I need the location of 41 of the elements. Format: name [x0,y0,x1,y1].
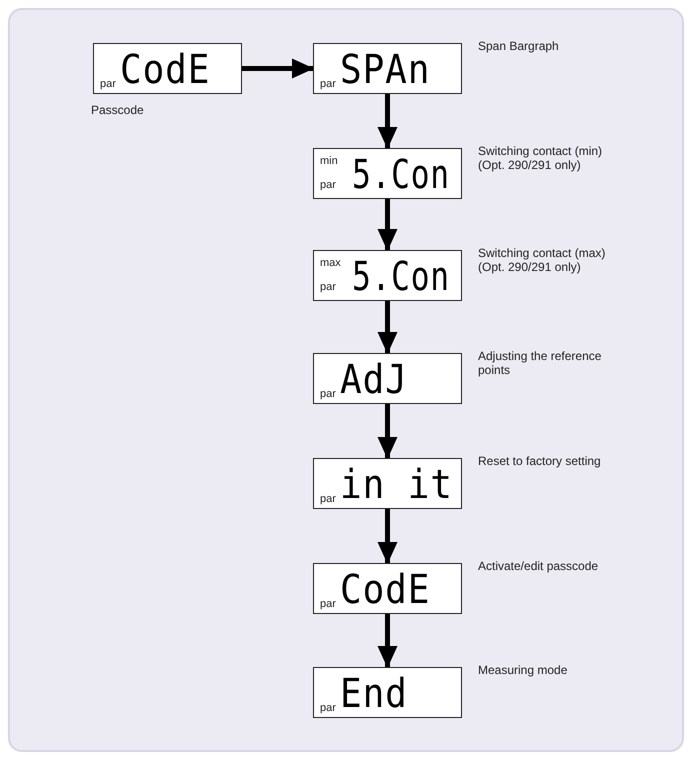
display-box [93,43,242,94]
indicator-label: max [320,257,341,269]
description-text: Switching contact (max) (Opt. 290/291 only) [478,246,606,274]
arrow [242,58,314,78]
description-text: Reset to factory setting [478,454,602,468]
display-box [313,250,462,301]
indicator-label: par [320,78,336,90]
display-box [313,353,462,404]
display-box [313,148,462,199]
display-readout: in it [340,465,453,505]
display-readout: SPAn [340,50,430,90]
display-readout: End [340,674,408,714]
arrow [378,94,398,149]
arrow [378,614,398,668]
arrow [378,301,398,354]
display-readout: CodE [340,570,430,610]
display-box [313,563,462,614]
indicator-label: min [320,155,338,167]
description-text: Activate/edit passcode [478,559,600,573]
indicator-label: par [320,281,336,293]
description-text: Switching contact (min) (Opt. 290/291 only) [478,144,604,172]
indicator-label: par [320,493,336,505]
indicator-label: par [320,702,336,714]
display-readout: 5.Con [352,257,450,297]
description-text: Passcode [91,103,144,117]
indicator-label: par [100,78,116,90]
display-box [313,43,462,94]
description-text: Span Bargraph [478,39,560,53]
arrow [378,404,398,459]
arrow [378,199,398,251]
arrow [378,509,398,564]
display-readout: CodE [120,50,210,90]
description-text: Measuring mode [478,663,568,677]
indicator-label: par [320,598,336,610]
description-text: Adjusting the reference points [478,349,602,377]
indicator-label: par [320,179,336,191]
indicator-label: par [320,388,336,400]
display-readout: 5.Con [352,155,450,195]
display-readout: AdJ [340,360,408,400]
display-box [313,667,462,718]
display-box [313,458,462,509]
